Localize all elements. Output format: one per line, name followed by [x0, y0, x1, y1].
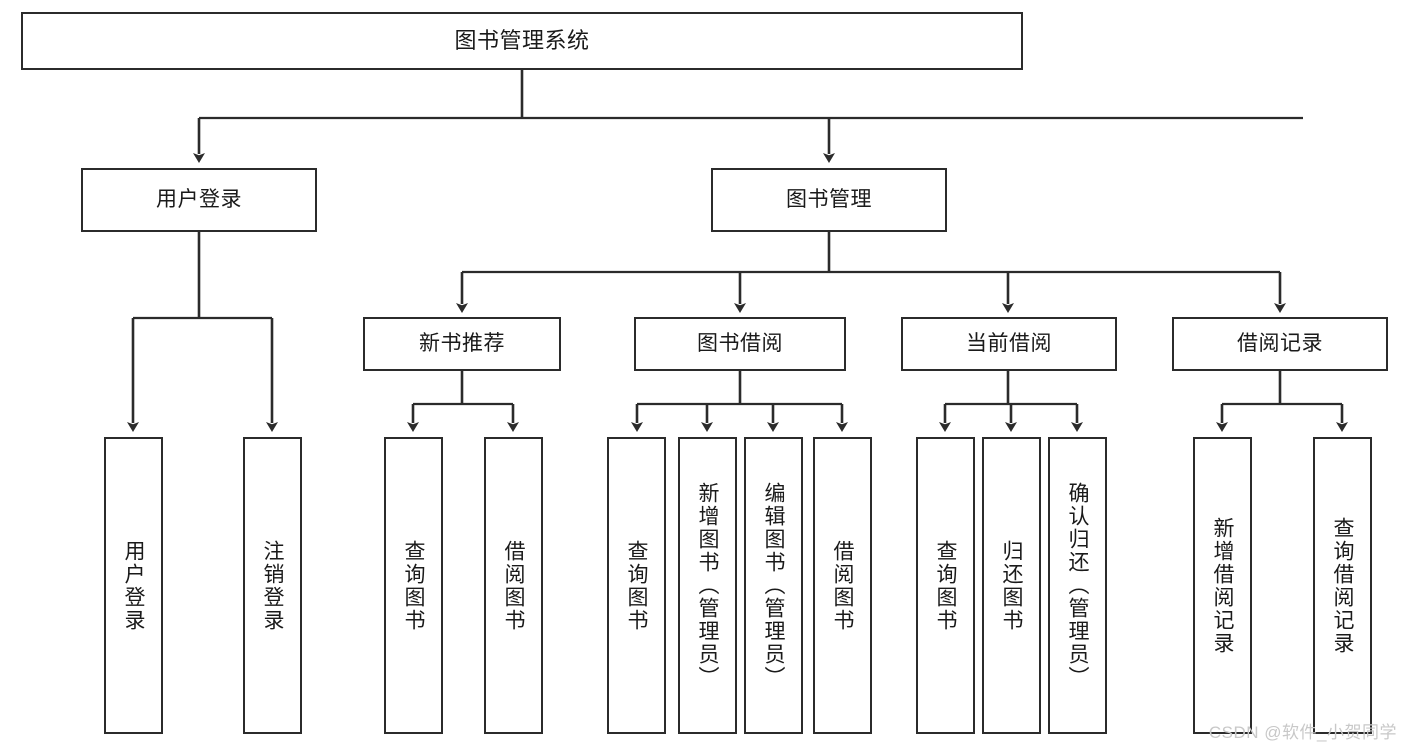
node-label: 借阅记录 — [1237, 332, 1323, 356]
node-borrow-record[interactable]: 借阅记录 — [1172, 317, 1388, 371]
node-label: 用户登录 — [156, 188, 242, 212]
edge-book-mgmt-to-level2 — [456, 232, 1286, 313]
node-label: 新书推荐 — [419, 332, 505, 356]
node-label: 图书借阅 — [697, 332, 783, 356]
node-book-management[interactable]: 图书管理 — [711, 168, 947, 232]
node-label: 查询借阅记录 — [1331, 516, 1354, 655]
node-label: 用户登录 — [122, 539, 145, 632]
edge-current-borrow-to-leaves — [939, 371, 1083, 432]
node-label: 确认归还（管理员） — [1066, 482, 1089, 689]
node-label: 图书管理 — [786, 188, 872, 212]
edge-user-login-to-leaves — [127, 232, 278, 432]
leaf-current-return-book[interactable]: 归还图书 — [982, 437, 1041, 734]
node-label: 归还图书 — [1000, 539, 1023, 632]
node-label: 编辑图书（管理员） — [762, 482, 785, 689]
leaf-record-add-borrow-record[interactable]: 新增借阅记录 — [1193, 437, 1252, 734]
leaf-new-book-borrow-book[interactable]: 借阅图书 — [484, 437, 543, 734]
node-label: 当前借阅 — [966, 332, 1052, 356]
leaf-current-confirm-return-admin[interactable]: 确认归还（管理员） — [1048, 437, 1107, 734]
leaf-user-login[interactable]: 用户登录 — [104, 437, 163, 734]
leaf-borrow-borrow-book[interactable]: 借阅图书 — [813, 437, 872, 734]
leaf-logout-login[interactable]: 注销登录 — [243, 437, 302, 734]
leaf-borrow-add-book-admin[interactable]: 新增图书（管理员） — [678, 437, 737, 734]
node-label: 借阅图书 — [502, 539, 525, 632]
node-book-borrow[interactable]: 图书借阅 — [634, 317, 846, 371]
node-root-library-management-system[interactable]: 图书管理系统 — [21, 12, 1023, 70]
node-current-borrow[interactable]: 当前借阅 — [901, 317, 1117, 371]
node-label: 借阅图书 — [831, 539, 854, 632]
leaf-borrow-edit-book-admin[interactable]: 编辑图书（管理员） — [744, 437, 803, 734]
node-label: 查询图书 — [934, 539, 957, 632]
leaf-new-book-query-book[interactable]: 查询图书 — [384, 437, 443, 734]
edge-book-borrow-to-leaves — [631, 371, 848, 432]
node-user-login[interactable]: 用户登录 — [81, 168, 317, 232]
node-label: 查询图书 — [402, 539, 425, 632]
edge-borrow-record-to-leaves — [1216, 371, 1348, 432]
node-new-book-recommend[interactable]: 新书推荐 — [363, 317, 561, 371]
leaf-current-query-book[interactable]: 查询图书 — [916, 437, 975, 734]
leaf-record-query-borrow-record[interactable]: 查询借阅记录 — [1313, 437, 1372, 734]
leaf-borrow-query-book[interactable]: 查询图书 — [607, 437, 666, 734]
node-label: 新增借阅记录 — [1211, 516, 1234, 655]
node-label: 新增图书（管理员） — [696, 482, 719, 689]
node-label: 查询图书 — [625, 539, 648, 632]
node-label: 注销登录 — [261, 539, 284, 632]
node-label: 图书管理系统 — [454, 27, 590, 53]
edge-root-to-level1 — [193, 70, 1303, 163]
edge-new-book-to-leaves — [407, 371, 519, 432]
